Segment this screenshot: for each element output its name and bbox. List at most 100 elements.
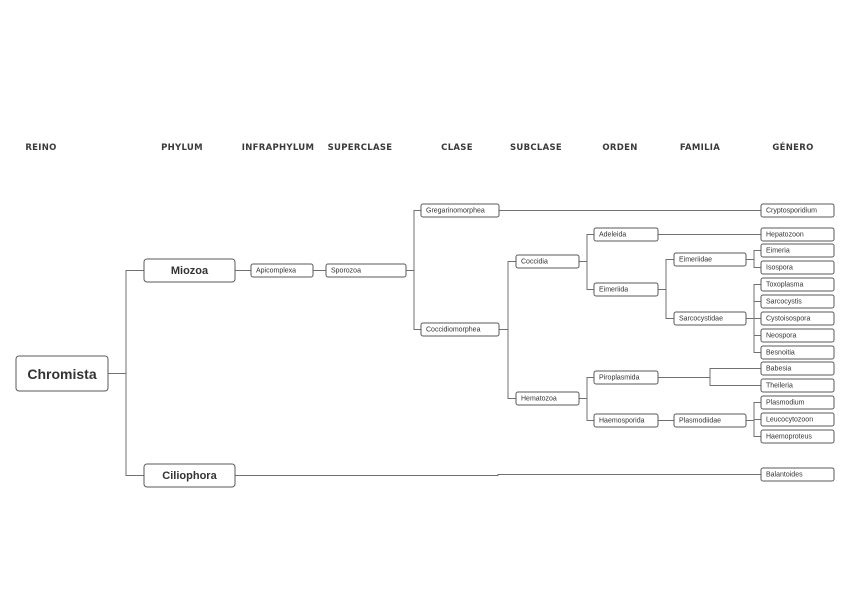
- taxon-label: Piroplasmida: [599, 375, 640, 382]
- taxon-label: Balantoides: [766, 472, 803, 479]
- taxon-box: [760, 412, 835, 427]
- taxon-label: Eimeriidae: [679, 257, 712, 264]
- connector-coccidiomorphea-coccidia: [499, 261, 516, 330]
- taxon-box: [760, 203, 835, 218]
- taxon-label: Miozoa: [171, 265, 209, 277]
- taxon-node-piroplasmida: Piroplasmida: [593, 370, 659, 385]
- taxon-box: [515, 391, 580, 406]
- taxon-box: [760, 260, 835, 275]
- taxon-label: Hepatozoon: [766, 232, 804, 239]
- taxon-label: Chromista: [27, 366, 96, 382]
- taxon-box: [760, 294, 835, 309]
- connector-chromista-miozoa: [108, 270, 144, 374]
- taxon-label: Leucocytozoon: [766, 417, 813, 424]
- level-header-subclase: SUBCLASE: [510, 143, 562, 153]
- taxon-node-ciliophora: Ciliophora: [143, 463, 236, 488]
- taxon-label: Sarcocystidae: [679, 316, 723, 323]
- connector-hematozoa-haemosporida: [579, 398, 594, 421]
- connector-sarcocystidae-sarcocystis: [746, 301, 761, 319]
- taxon-box: [760, 243, 835, 258]
- taxon-node-balantoides: Balantoides: [760, 467, 835, 482]
- taxon-box: [760, 277, 835, 292]
- taxon-box: [760, 429, 835, 444]
- connector-eimeriida-sarcocystidae: [658, 289, 674, 319]
- taxon-box: [760, 311, 835, 326]
- taxon-node-besnoitia: Besnoitia: [760, 345, 835, 360]
- connector-eimeriidae-isospora: [746, 259, 761, 268]
- taxon-label: Theileria: [766, 383, 793, 390]
- taxon-box: [760, 361, 835, 376]
- taxon-box: [760, 467, 835, 482]
- level-header-reino: REINO: [25, 143, 56, 153]
- taxon-box: [673, 311, 747, 326]
- taxon-label: Haemoproteus: [766, 434, 812, 441]
- taxon-box: [593, 282, 659, 297]
- taxon-box: [143, 463, 236, 488]
- taxon-box: [760, 345, 835, 360]
- taxon-node-gregarinomorphea: Gregarinomorphea: [420, 203, 500, 218]
- taxon-node-hematozoa: Hematozoa: [515, 391, 580, 406]
- taxon-box: [593, 227, 659, 242]
- taxon-label: Isospora: [766, 265, 793, 272]
- taxon-label: Babesia: [766, 366, 791, 373]
- level-header-familia: FAMILIA: [680, 143, 720, 153]
- connector-eimeriida-eimeriidae: [658, 259, 674, 290]
- level-headers: REINO PHYLUM INFRAPHYLUM SUPERCLASE CLAS…: [25, 141, 813, 153]
- taxon-label: Coccidiomorphea: [426, 327, 481, 334]
- taxon-box: [760, 328, 835, 343]
- connector-coccidia-eimeriida: [579, 261, 594, 290]
- level-header-genero: GÉNERO: [772, 141, 813, 153]
- level-header-infraphylum: INFRAPHYLUM: [242, 143, 314, 153]
- taxon-box: [760, 227, 835, 242]
- taxon-label: Plasmodium: [766, 400, 805, 407]
- connector-eimeriidae-eimeria: [746, 250, 761, 260]
- taxon-label: Sarcocystis: [766, 299, 802, 306]
- taxon-label: Cystoisospora: [766, 316, 810, 323]
- taxon-node-coccidiomorphea: Coccidiomorphea: [420, 322, 500, 337]
- taxon-box: [673, 252, 747, 267]
- taxon-label: Haemosporida: [599, 418, 645, 425]
- taxon-node-babesia: Babesia: [760, 361, 835, 376]
- taxon-node-hepatozoon: Hepatozoon: [760, 227, 835, 242]
- taxon-node-sarcocystis: Sarcocystis: [760, 294, 835, 309]
- taxon-label: Ciliophora: [162, 470, 217, 482]
- taxon-node-cystoisospora: Cystoisospora: [760, 311, 835, 326]
- taxon-box: [515, 254, 580, 269]
- connector-sporozoa-coccidiomorphea: [406, 270, 421, 330]
- connector-chromista-ciliophora: [108, 373, 144, 476]
- taxon-label: Eimeria: [766, 248, 790, 255]
- connector-coccidiomorphea-hematozoa: [499, 329, 516, 399]
- taxon-box: [420, 322, 500, 337]
- taxon-node-chromista: Chromista: [15, 355, 109, 392]
- connector-hematozoa-piroplasmida: [579, 377, 594, 399]
- taxon-box: [250, 263, 314, 278]
- taxon-label: Eimeriida: [599, 287, 628, 294]
- taxon-label: Besnoitia: [766, 350, 795, 357]
- taxon-node-haemosporida: Haemosporida: [593, 413, 659, 428]
- taxon-box: [420, 203, 500, 218]
- level-header-phylum: PHYLUM: [161, 143, 203, 153]
- level-header-orden: ORDEN: [602, 143, 637, 153]
- taxon-node-neospora: Neospora: [760, 328, 835, 343]
- taxon-label: Hematozoa: [521, 396, 557, 403]
- taxon-label: Neospora: [766, 333, 796, 340]
- level-header-superclase: SUPERCLASE: [328, 143, 393, 153]
- taxon-box: [593, 413, 659, 428]
- taxon-label: Toxoplasma: [766, 282, 803, 289]
- taxon-box: [143, 258, 236, 283]
- taxon-box: [15, 355, 109, 392]
- taxon-label: Coccidia: [521, 259, 548, 266]
- taxon-node-adeleida: Adeleida: [593, 227, 659, 242]
- tree-connectors: [108, 210, 761, 476]
- taxon-box: [325, 263, 407, 278]
- taxon-node-isospora: Isospora: [760, 260, 835, 275]
- connector-sarcocystidae-besnoitia: [746, 318, 761, 353]
- taxon-node-sarcocystidae: Sarcocystidae: [673, 311, 747, 326]
- level-header-clase: CLASE: [441, 143, 473, 153]
- taxon-node-plasmodiidae: Plasmodiidae: [673, 413, 747, 428]
- taxon-box: [673, 413, 747, 428]
- taxon-label: Cryptosporidium: [766, 208, 817, 215]
- taxon-node-eimeria: Eimeria: [760, 243, 835, 258]
